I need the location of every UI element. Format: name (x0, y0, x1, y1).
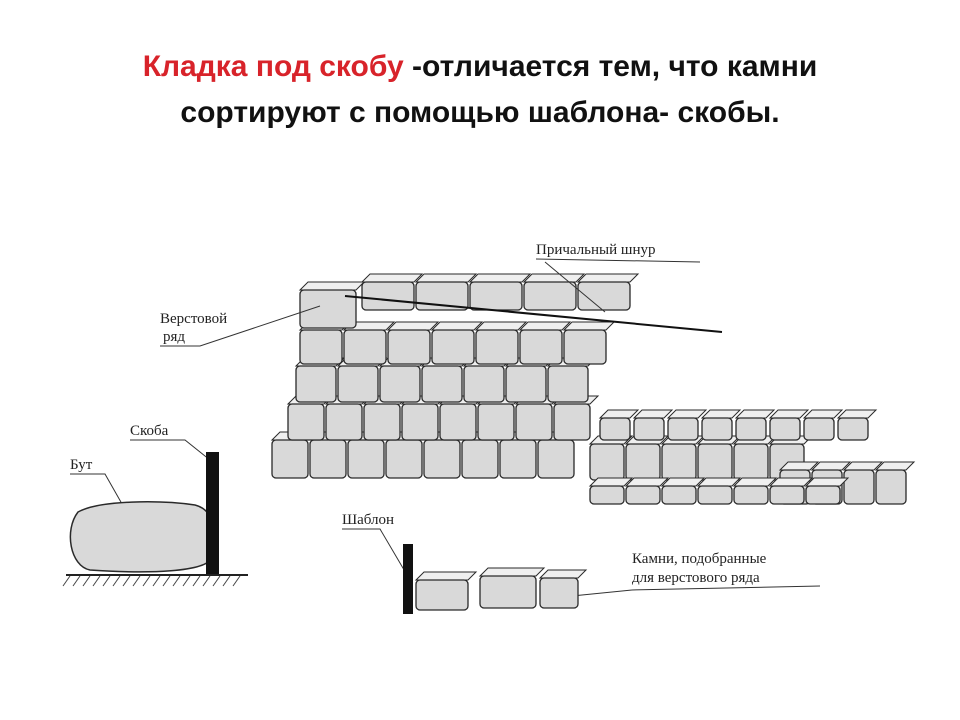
step-top-stone (632, 409, 674, 441)
title-line2: сортируют с помощью шаблона- скобы. (180, 96, 780, 129)
hatch-mark (142, 575, 151, 587)
leader-cord-underline (535, 258, 701, 263)
step-top-stone (734, 409, 776, 441)
step-top-stone (802, 409, 844, 441)
hatch-mark (182, 575, 191, 587)
label-stones-line1: Камни, подобранные (632, 551, 767, 567)
wall-stone (474, 321, 528, 365)
label-mooring-cord: Причальный шнур (536, 242, 655, 258)
label-verst-row-line1: Верстовой (160, 311, 227, 327)
hatch-mark (212, 575, 221, 587)
label-bracket: Скоба (130, 423, 169, 439)
hatch-mark (92, 575, 101, 587)
slide-title: Кладка под скобу -отличается тем, что ка… (0, 44, 960, 136)
label-rubble: Бут (70, 457, 93, 473)
wall-stone (522, 273, 586, 311)
masonry-wall (270, 273, 916, 505)
wall-stone (576, 273, 640, 311)
rubble-with-bracket (62, 452, 248, 587)
selected-stone (414, 571, 478, 611)
label-verst-row-line2: ряд (163, 329, 185, 345)
template-bar (403, 544, 413, 614)
step-stone (874, 461, 916, 505)
hatch-mark (172, 575, 181, 587)
wall-stone (386, 321, 440, 365)
leader-verst (160, 305, 321, 347)
wall-stone (468, 273, 532, 311)
step-stone (696, 477, 742, 505)
mooring-cord-line (344, 295, 723, 333)
leader-template (342, 528, 411, 581)
leader-bracket (130, 439, 211, 461)
hatch-mark (62, 575, 71, 587)
hatch-mark (82, 575, 91, 587)
step-stone (660, 477, 706, 505)
hatch-mark (122, 575, 131, 587)
hatch-mark (72, 575, 81, 587)
hatch-mark (112, 575, 121, 587)
step-stone (842, 461, 884, 505)
selected-stone (478, 567, 546, 609)
wall-stone (430, 321, 484, 365)
wall-stone (298, 281, 366, 329)
step-top-stone (598, 409, 640, 441)
step-stone (768, 477, 814, 505)
leader-lines (70, 258, 821, 597)
step-stone (588, 477, 634, 505)
hatch-mark (162, 575, 171, 587)
template-with-stones (403, 544, 588, 614)
leader-stones-underline (631, 585, 821, 591)
hatch-mark (202, 575, 211, 587)
rubble-stone (69, 501, 216, 573)
wall-stone (518, 321, 572, 365)
wall-stone (562, 321, 616, 365)
step-top-stone (836, 409, 878, 441)
wall-stone (414, 273, 478, 311)
hatch-mark (222, 575, 231, 587)
hatch-mark (152, 575, 161, 587)
selected-stone (538, 569, 588, 609)
step-stone (804, 477, 850, 505)
hatch-mark (232, 575, 241, 587)
hatch-mark (102, 575, 111, 587)
leader-cord (544, 261, 606, 313)
step-top-stone (700, 409, 742, 441)
label-stones-line2: для верстового ряда (632, 570, 760, 586)
wall-stone (360, 273, 424, 311)
step-top-stone (666, 409, 708, 441)
title-line1-rest: -отличается тем, что камни (403, 50, 818, 83)
selected-stones (414, 567, 588, 611)
wall-stone (342, 321, 396, 365)
hatch-mark (192, 575, 201, 587)
step-top-stone (768, 409, 810, 441)
ground-hatching (62, 575, 241, 587)
step-stone (624, 477, 670, 505)
title-accent: Кладка под скобу (142, 50, 404, 83)
hatch-mark (132, 575, 141, 587)
bracket-bar (206, 452, 219, 574)
step-stone (732, 477, 778, 505)
leader-stones (571, 589, 633, 597)
label-template: Шаблон (342, 512, 394, 528)
